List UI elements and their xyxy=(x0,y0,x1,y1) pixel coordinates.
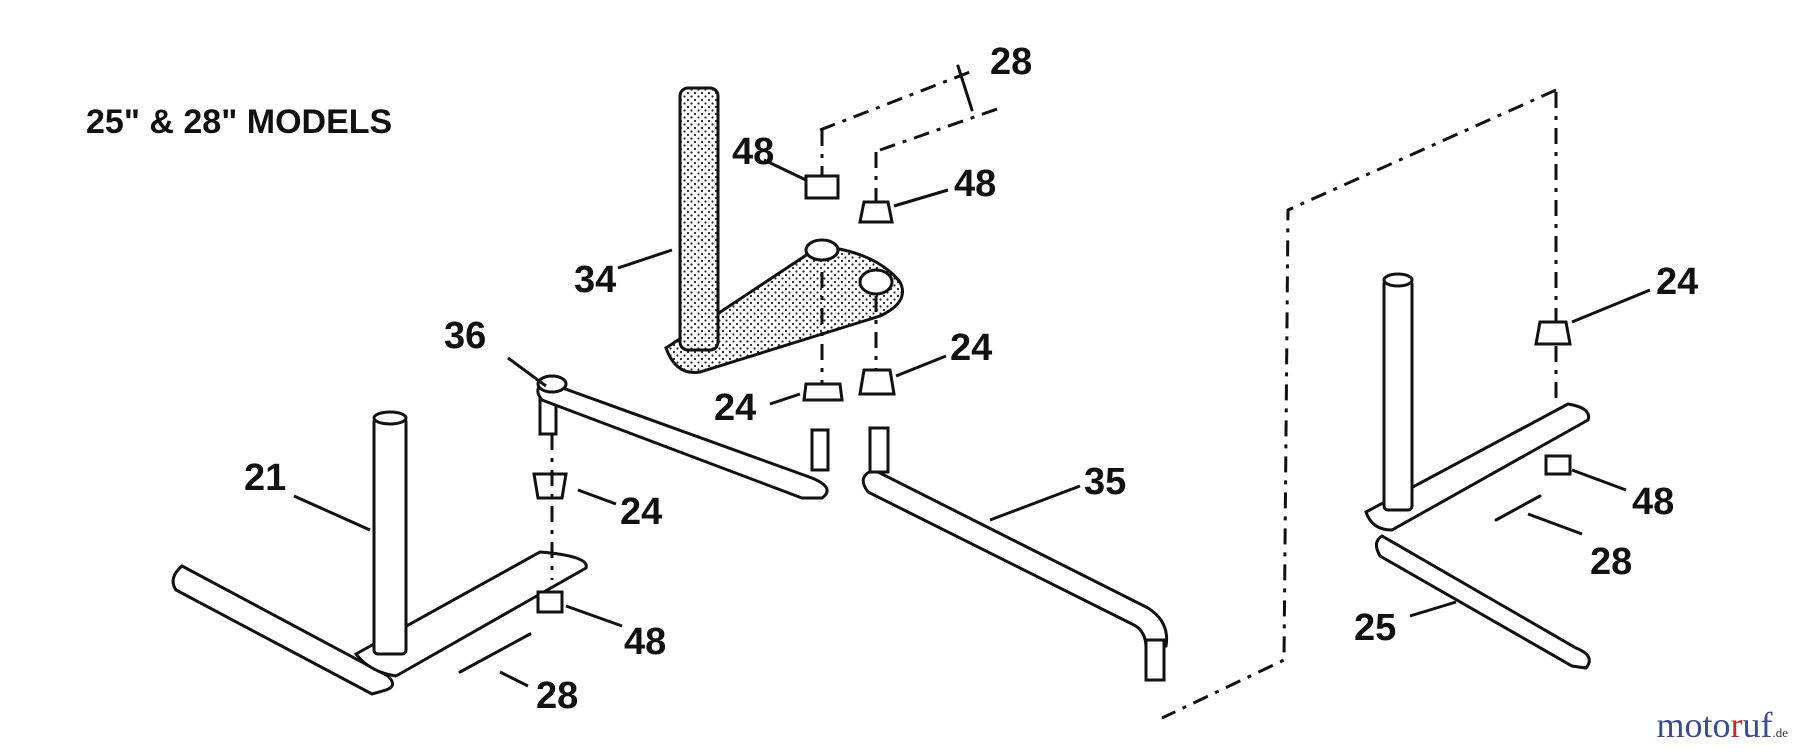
part-48-nut-lower-left xyxy=(536,590,564,614)
part-48-nut-far-right xyxy=(1544,454,1572,476)
part-28-pin-far-right xyxy=(1494,494,1542,522)
axis-pin-28-top xyxy=(819,70,971,132)
watermark-part1: moto xyxy=(1656,705,1731,745)
part-24-bushing-far-right xyxy=(1534,320,1572,346)
callout-34: 34 xyxy=(574,259,616,301)
callout-35: 35 xyxy=(1084,461,1126,503)
part-24-bushing-mid-right xyxy=(858,368,896,396)
callout-24-mid-left: 24 xyxy=(714,387,756,429)
callout-25: 25 xyxy=(1354,607,1396,649)
callout-28-top: 28 xyxy=(990,41,1032,83)
callout-48-far-right: 48 xyxy=(1632,481,1674,523)
callout-36: 36 xyxy=(444,315,486,357)
watermark-logo: motoruf.de xyxy=(1656,704,1788,746)
callout-24-far-right: 24 xyxy=(1656,261,1698,303)
axis-pin-28-top-2 xyxy=(879,106,1001,152)
callout-21: 21 xyxy=(244,457,286,499)
part-35-link-rod xyxy=(861,468,1169,650)
callout-28-far-right: 28 xyxy=(1590,541,1632,583)
callout-24-lower-left: 24 xyxy=(620,491,662,533)
watermark-part3: uf xyxy=(1742,705,1773,745)
part-28-pin-top xyxy=(956,64,974,112)
part-24-bushing-mid-left xyxy=(802,382,844,402)
part-28-pin-lower-left xyxy=(458,632,532,674)
watermark-part2: r xyxy=(1730,705,1743,745)
part-25-axle-bracket xyxy=(1364,272,1591,670)
part-21-axle-bracket xyxy=(171,410,588,696)
callout-48-top-right: 48 xyxy=(954,163,996,205)
callout-48-top-left: 48 xyxy=(732,131,774,173)
callout-48-lower-left: 48 xyxy=(624,621,666,663)
phantom-connector-line xyxy=(1161,88,1557,720)
callout-24-mid-right: 24 xyxy=(950,327,992,369)
part-24-bushing-lower-left xyxy=(532,472,568,500)
part-34-steering-arm xyxy=(664,86,904,374)
diagram-title: 25" & 28" MODELS xyxy=(86,103,392,141)
part-48-nut-top-left xyxy=(804,174,840,200)
watermark-suffix: .de xyxy=(1772,725,1788,740)
callout-28-lower-left: 28 xyxy=(536,675,578,717)
part-48-nut-top-right xyxy=(858,200,894,224)
